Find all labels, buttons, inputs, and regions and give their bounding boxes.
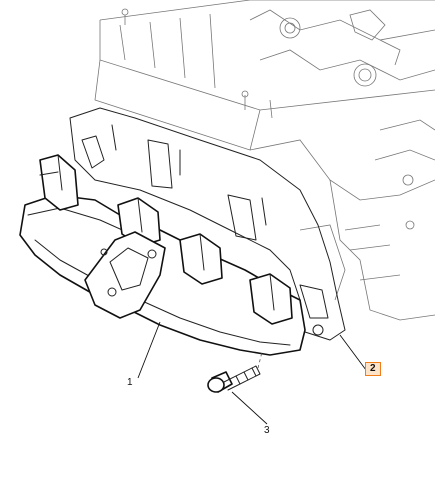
callout-part-2[interactable]: 2: [365, 362, 381, 376]
leader-line-1: [137, 321, 161, 379]
leader-line-2: [339, 334, 367, 371]
manifold-gasket: [69, 107, 346, 341]
engine-block: [94, 0, 435, 321]
exhaust-manifold: [19, 154, 306, 356]
manifold-bolt: [207, 351, 263, 393]
callout-part-1[interactable]: 1: [127, 377, 133, 388]
leader-line-3: [231, 391, 268, 425]
callout-part-3[interactable]: 3: [264, 425, 270, 436]
